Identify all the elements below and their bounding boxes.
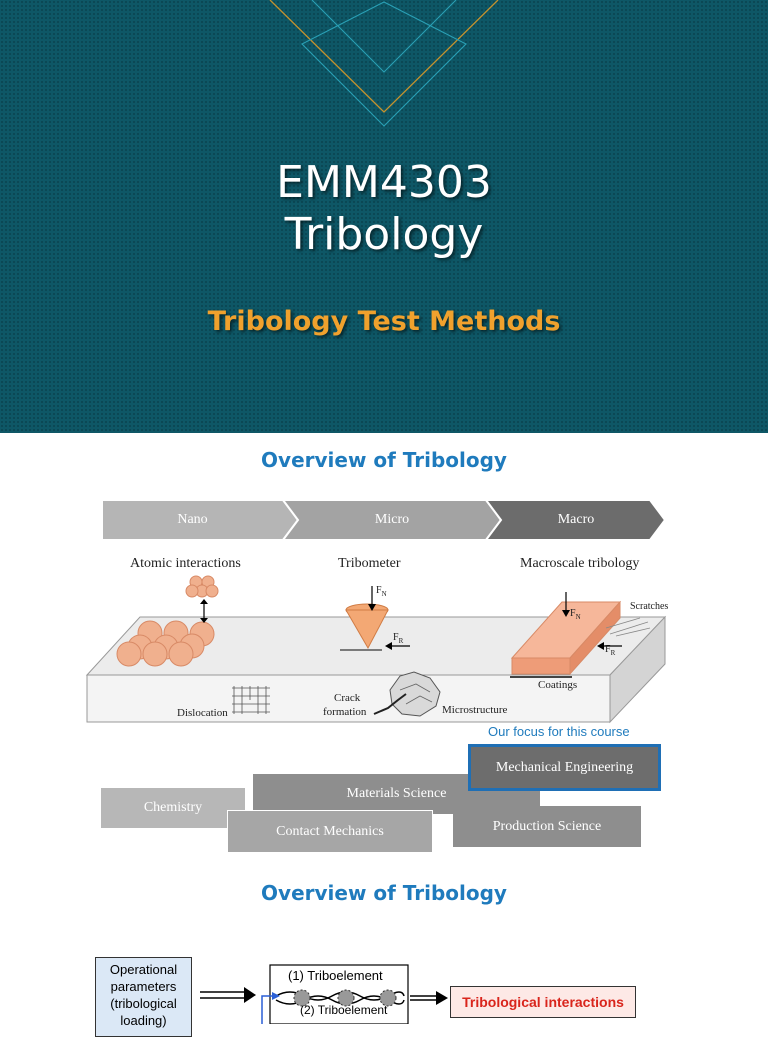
decorative-diamonds	[269, 0, 499, 127]
focus-note: Our focus for this course	[488, 724, 630, 739]
triboelement-1-label: (1) Triboelement	[288, 968, 383, 983]
dislocation-label: Dislocation	[177, 707, 228, 719]
atom-cluster-icon	[116, 620, 215, 667]
macroscale-label: Macroscale tribology	[520, 556, 640, 571]
microstructure-label: Microstructure	[442, 704, 508, 716]
fn-label-micro: FN	[376, 585, 387, 598]
tribometer-label: Tribometer	[338, 556, 401, 571]
overview-heading-2: Overview of Tribology	[261, 881, 507, 905]
overview-heading: Overview of Tribology	[261, 448, 507, 472]
discipline-contact-mechanics: Contact Mechanics	[227, 810, 433, 853]
scratches-label: Scratches	[630, 601, 669, 612]
fn-label-macro: FN	[570, 608, 581, 621]
macroscale-pin-icon	[510, 592, 651, 678]
tribometer-cone-icon	[340, 586, 410, 651]
scale-micro: Micro	[374, 512, 410, 527]
course-name: Tribology	[284, 209, 484, 260]
discipline-chemistry: Chemistry	[101, 788, 245, 828]
operational-line-2: parameters	[110, 979, 177, 994]
crack-label-line1: Crack	[334, 692, 361, 704]
afm-tip-atoms-icon	[185, 575, 219, 623]
operational-line-3: (tribological	[110, 996, 177, 1011]
dislocation-lattice-icon	[232, 686, 270, 714]
fr-label-micro: FR	[393, 632, 404, 645]
slide-subtitle: Tribology Test Methods	[207, 306, 561, 337]
title-slide: EMM4303 Tribology Tribology Test Methods	[0, 0, 768, 433]
operational-line-1: Operational	[109, 962, 178, 977]
crack-label-line2: formation	[323, 706, 367, 718]
scale-macro: Macro	[557, 512, 595, 527]
discipline-production-science: Production Science	[453, 806, 641, 847]
microstructure-icon	[373, 671, 441, 717]
fr-label-macro: FR	[605, 644, 616, 657]
scale-nano: Nano	[177, 512, 208, 527]
atomic-interactions-label: Atomic interactions	[130, 556, 241, 571]
coatings-label: Coatings	[538, 679, 578, 691]
tribological-interactions-box: Tribological interactions	[450, 986, 636, 1018]
discipline-mechanical-engineering: Mechanical Engineering	[468, 744, 661, 791]
course-code: EMM4303	[276, 157, 492, 208]
triboelement-2-label: (2) Triboelement	[300, 1003, 388, 1017]
